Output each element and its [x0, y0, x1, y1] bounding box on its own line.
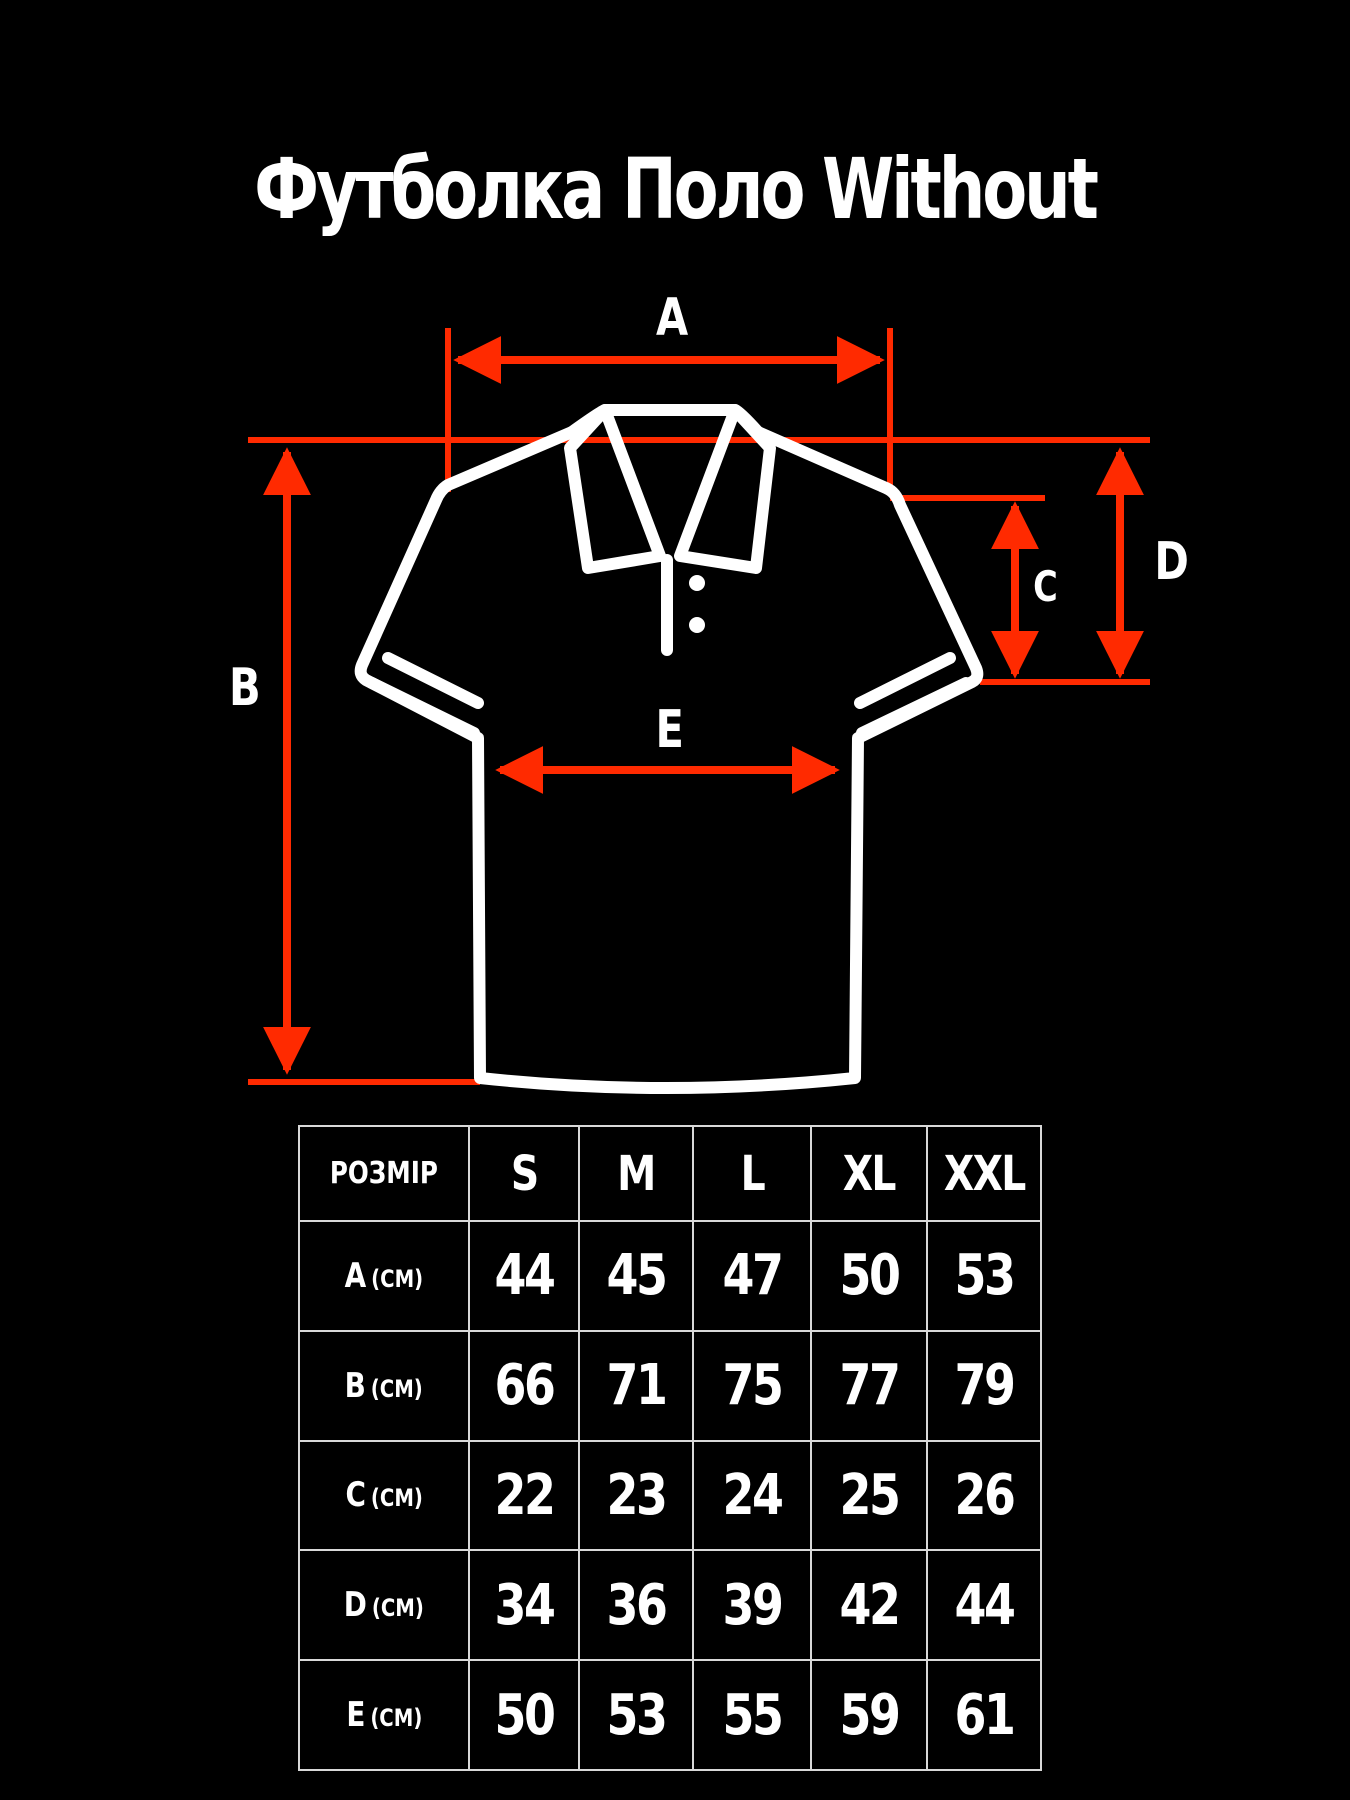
collar-left	[564, 404, 666, 574]
table-cell: 50	[810, 1220, 928, 1332]
table-row: B(CM) 66 71 75 77 79	[298, 1329, 1042, 1442]
size-column-header: M	[578, 1124, 694, 1223]
sleeve-stripe-left-1	[366, 677, 480, 739]
size-header-text: РОЗМІР	[329, 1156, 439, 1192]
table-cell: 66	[468, 1329, 580, 1442]
button-bottom	[689, 617, 705, 633]
row-label: D(CM)	[298, 1549, 470, 1662]
row-label-letter: A	[344, 1255, 367, 1296]
table-cell: 79	[926, 1329, 1042, 1442]
table-cell: 45	[578, 1220, 694, 1332]
table-cell: 22	[468, 1439, 580, 1552]
table-cell: 47	[692, 1220, 812, 1332]
table-cell: 53	[926, 1220, 1042, 1332]
dimension-label-e: E	[655, 700, 684, 760]
table-cell: 44	[468, 1220, 580, 1332]
collar-right	[674, 404, 776, 574]
polo-shirt-diagram	[248, 328, 1150, 1094]
sleeve-stripe-right-1	[856, 677, 972, 739]
size-table: РОЗМІР S M L XL XXL A(CM) 44 45 47 50 53…	[298, 1124, 1042, 1771]
dimension-label-d: D	[1154, 532, 1189, 592]
table-cell: 34	[468, 1549, 580, 1662]
size-column-header: XXL	[926, 1124, 1042, 1223]
table-cell: 55	[692, 1659, 812, 1771]
dimension-label-c: C	[1033, 562, 1058, 611]
row-label-unit: (CM)	[370, 1484, 423, 1513]
row-label-unit: (CM)	[372, 1594, 425, 1623]
dimension-arrows	[263, 336, 1144, 1075]
table-cell: 50	[468, 1659, 580, 1771]
table-cell: 42	[810, 1549, 928, 1662]
row-label-unit: (CM)	[371, 1264, 424, 1293]
size-header-label: РОЗМІР	[298, 1124, 470, 1223]
shirt-body	[354, 426, 984, 1094]
size-xxl: XXL	[943, 1145, 1026, 1202]
table-cell: 44	[926, 1549, 1042, 1662]
table-row: A(CM) 44 45 47 50 53	[298, 1220, 1042, 1332]
table-cell: 39	[692, 1549, 812, 1662]
row-label-letter: B	[344, 1365, 367, 1406]
row-label: C(CM)	[298, 1439, 470, 1552]
dimension-guides	[248, 328, 1150, 1085]
button-top	[689, 575, 705, 591]
row-label: A(CM)	[298, 1220, 470, 1332]
row-label-letter: E	[345, 1695, 366, 1736]
sleeve-stripe-right-2	[854, 652, 956, 709]
size-column-header: XL	[810, 1124, 928, 1223]
size-s: S	[510, 1145, 539, 1202]
table-cell: 75	[692, 1329, 812, 1442]
row-label-letter: C	[345, 1475, 366, 1516]
table-header-row: РОЗМІР S M L XL XXL	[298, 1124, 1042, 1223]
dimension-label-a: A	[656, 288, 689, 348]
table-row: C(CM) 22 23 24 25 26	[298, 1439, 1042, 1552]
table-cell: 26	[926, 1439, 1042, 1552]
table-cell: 24	[692, 1439, 812, 1552]
size-column-header: L	[692, 1124, 812, 1223]
row-label: B(CM)	[298, 1329, 470, 1442]
table-cell: 36	[578, 1549, 694, 1662]
table-row: E(CM) 50 53 55 59 61	[298, 1659, 1042, 1771]
size-l: L	[740, 1145, 765, 1202]
size-xl: XL	[842, 1145, 897, 1202]
shirt-outline	[354, 404, 984, 1094]
shirt-buttons	[689, 575, 705, 633]
size-m: M	[617, 1145, 656, 1202]
row-label-letter: D	[343, 1585, 368, 1626]
page-title: Футболка Поло Without	[254, 140, 1099, 238]
row-label-unit: (CM)	[371, 1374, 424, 1403]
table-cell: 25	[810, 1439, 928, 1552]
row-label: E(CM)	[298, 1659, 470, 1771]
sleeve-stripe-left-2	[382, 652, 484, 709]
table-cell: 23	[578, 1439, 694, 1552]
dimension-label-b: B	[228, 658, 261, 718]
table-row: D(CM) 34 36 39 42 44	[298, 1549, 1042, 1662]
table-cell: 53	[578, 1659, 694, 1771]
row-label-unit: (CM)	[369, 1704, 422, 1733]
table-cell: 61	[926, 1659, 1042, 1771]
table-cell: 59	[810, 1659, 928, 1771]
size-column-header: S	[468, 1124, 580, 1223]
table-cell: 77	[810, 1329, 928, 1442]
table-cell: 71	[578, 1329, 694, 1442]
